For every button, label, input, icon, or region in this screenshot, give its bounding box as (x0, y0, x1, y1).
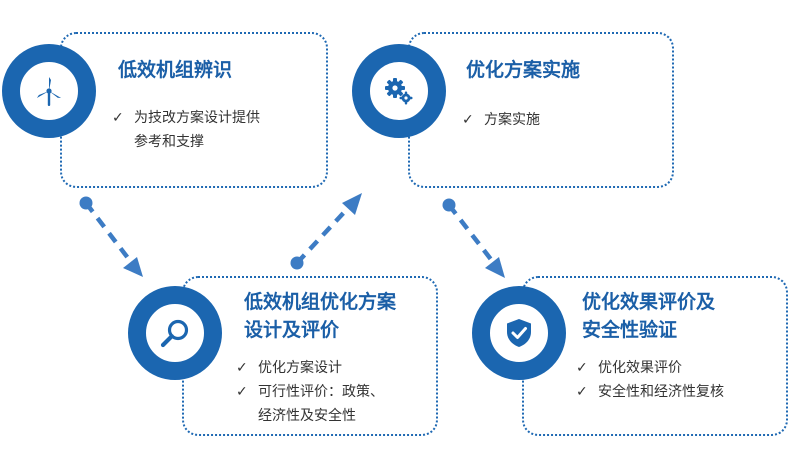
check-icon: ✓ (236, 360, 248, 376)
shield-check-icon (507, 319, 531, 347)
step-card-implementation (408, 32, 674, 188)
arrow-step2-to-step4 (442, 198, 505, 278)
step-list-identification: ✓ 为技改方案设计提供 参考和支撑 (112, 106, 260, 154)
check-icon: ✓ (236, 384, 248, 400)
step-list-design-evaluation: ✓ 优化方案设计 ✓ 可行性评价：政策、 经济性及安全性 (236, 356, 384, 428)
arrow-step1-to-step3 (79, 196, 143, 277)
list-item: ✓ 优化方案设计 (236, 356, 384, 380)
list-item: ✓ 方案实施 (462, 108, 540, 132)
step-list-implementation: ✓ 方案实施 (462, 108, 540, 132)
step-title-identification: 低效机组辨识 (118, 59, 233, 81)
step-card-identification (60, 32, 328, 188)
list-item: ✓ 安全性和经济性复核 (576, 380, 724, 404)
list-item: ✓ 可行性评价：政策、 经济性及安全性 (236, 380, 384, 428)
step-title-implementation: 优化方案实施 (466, 59, 581, 81)
list-item: ✓ 优化效果评价 (576, 356, 724, 380)
arrow-step3-to-step2 (290, 193, 362, 270)
list-item: ✓ 为技改方案设计提供 参考和支撑 (112, 106, 260, 154)
check-icon: ✓ (576, 384, 588, 400)
wind-turbine-icon (36, 77, 62, 106)
check-icon: ✓ (112, 110, 124, 126)
gears-icon (385, 78, 413, 105)
magnifier-icon (160, 319, 189, 348)
step-title-design-evaluation: 低效机组优化方案 设计及评价 (244, 291, 397, 341)
step-list-verification: ✓ 优化效果评价 ✓ 安全性和经济性复核 (576, 356, 724, 404)
step-title-verification: 优化效果评价及 安全性验证 (582, 291, 716, 341)
check-icon: ✓ (576, 360, 588, 376)
check-icon: ✓ (462, 112, 474, 128)
step-card-design-evaluation (182, 276, 438, 436)
